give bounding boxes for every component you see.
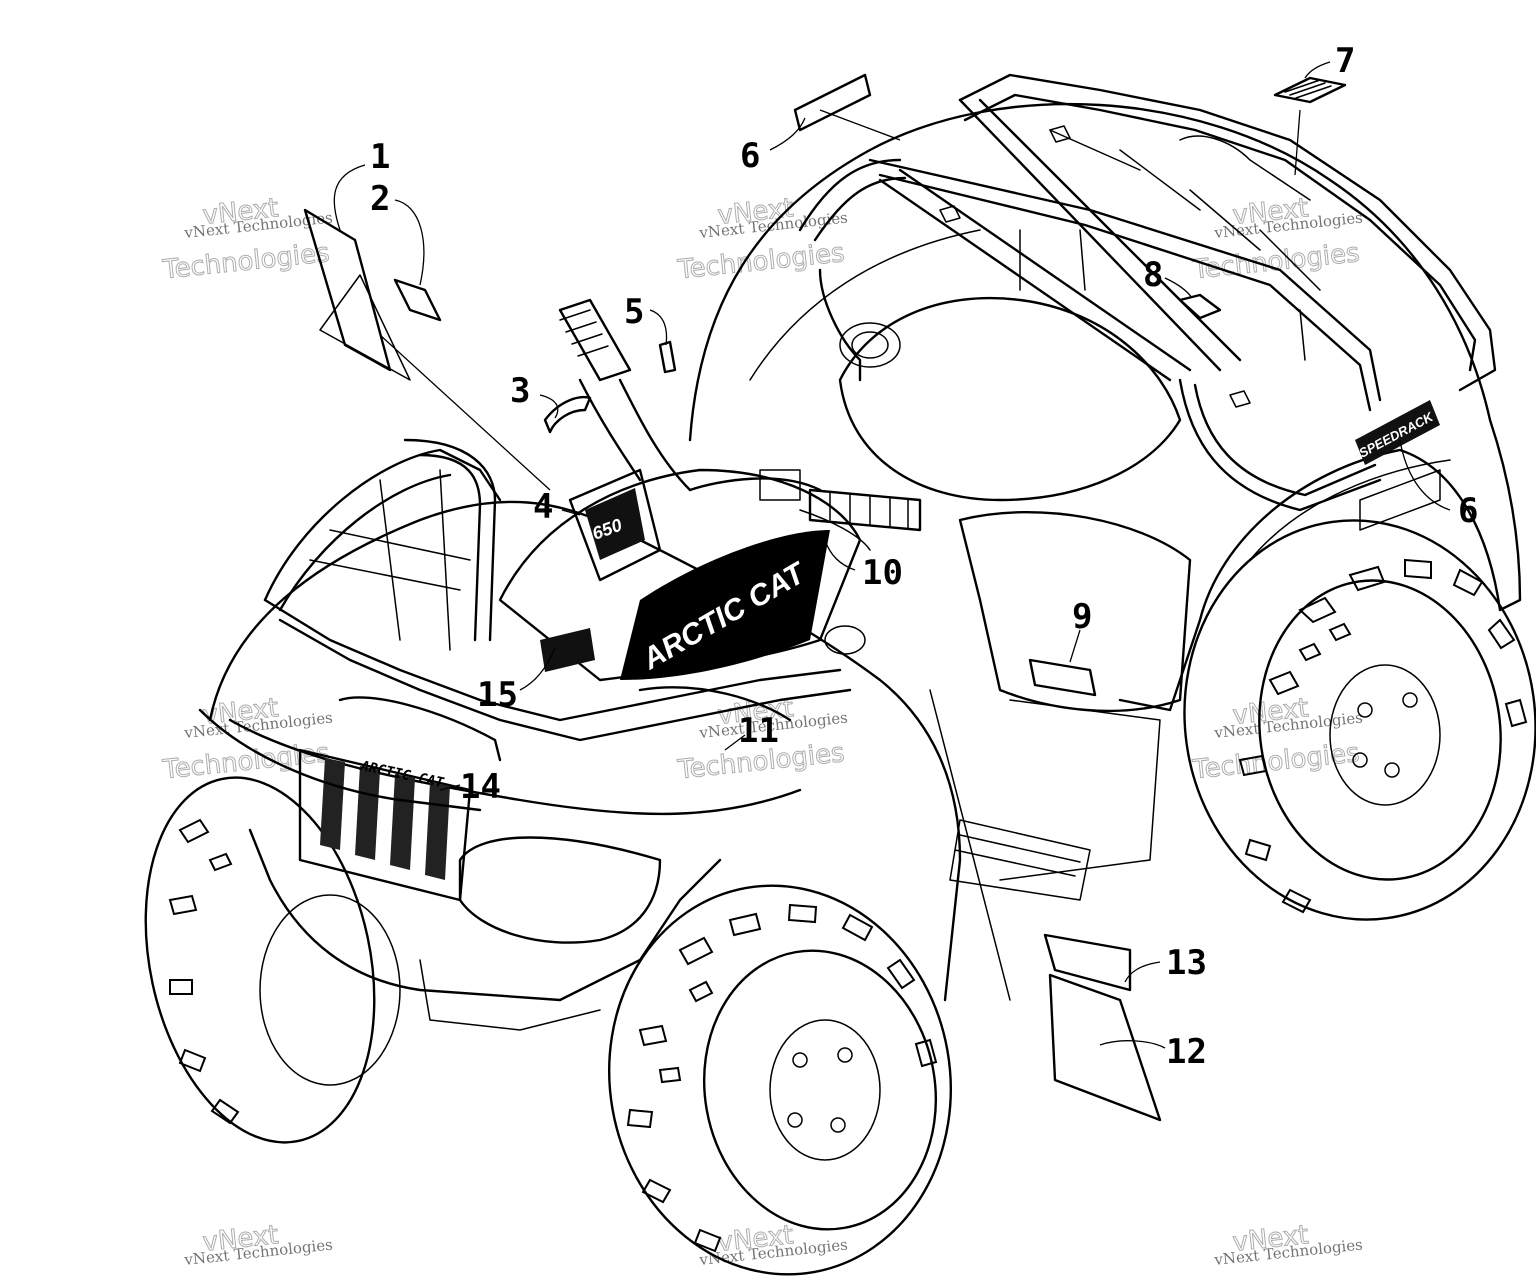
decal-8-shape [1178, 293, 1222, 320]
console-display: 650 [568, 468, 662, 582]
decal-1-shape [303, 208, 392, 372]
decal-7-shape [1273, 76, 1347, 104]
callout-6-rear: 6 [1458, 491, 1478, 531]
callout-14: 14 [460, 767, 501, 807]
watermark-big: Technologies [1191, 738, 1361, 785]
front-rack [198, 438, 852, 812]
callout-10: 10 [862, 553, 903, 593]
callout-8: 8 [1143, 255, 1163, 295]
callout-12: 12 [1166, 1032, 1207, 1072]
callout-4: 4 [533, 487, 553, 527]
watermark-big: Technologies [161, 238, 331, 285]
front-left-wheel [144, 776, 401, 1144]
decal-3-shape [543, 396, 592, 434]
callout-2: 2 [370, 179, 390, 219]
decal-12-shape [1048, 973, 1162, 1122]
front-right-wheel [607, 884, 953, 1276]
handlebars [558, 298, 922, 551]
front-grille: ARCTIC CAT [298, 748, 472, 902]
callout-6-top: 6 [740, 136, 760, 176]
decal-2-shape [393, 278, 442, 322]
leader-lines [333, 61, 1451, 1049]
decal-5-shape [658, 340, 677, 374]
hood-decal: ARCTIC CAT [620, 530, 830, 680]
decal-9-shape [1028, 658, 1097, 697]
callout-11: 11 [738, 711, 779, 751]
callout-13: 13 [1166, 943, 1207, 983]
decal-6-top-shape [793, 73, 872, 132]
decal-shapes [303, 73, 1347, 1122]
callout-15: 15 [477, 675, 518, 715]
rear-right-wheel [1183, 519, 1536, 921]
callout-3: 3 [510, 371, 530, 411]
callouts: 1 2 3 4 5 6 6 7 8 9 10 11 12 13 14 15 [370, 41, 1478, 1072]
callout-1: 1 [370, 137, 390, 177]
decal-13-shape [1043, 933, 1132, 992]
callout-7: 7 [1335, 41, 1355, 81]
callout-5: 5 [624, 292, 644, 332]
callout-9: 9 [1072, 597, 1092, 637]
